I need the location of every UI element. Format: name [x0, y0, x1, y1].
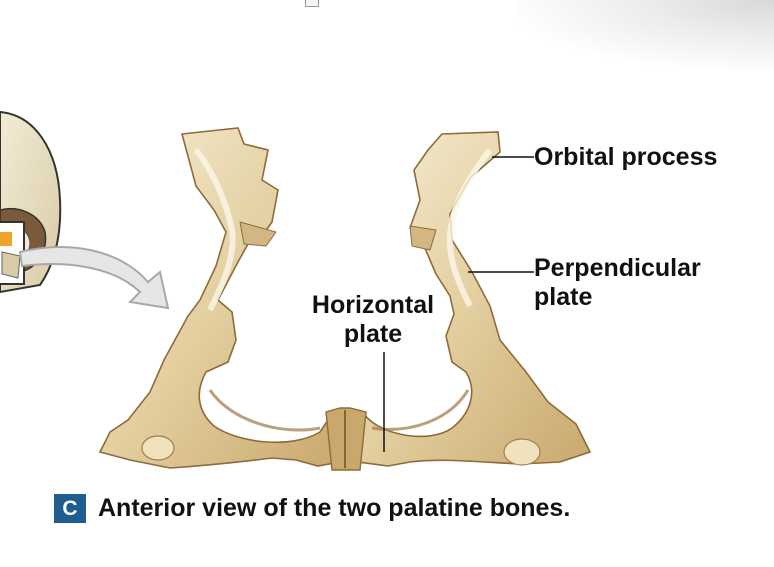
pointer-arrow — [18, 246, 170, 310]
label-perpendicular-line2: plate — [534, 283, 593, 311]
figure-caption: C Anterior view of the two palatine bone… — [54, 494, 570, 523]
highlight-marker — [0, 232, 12, 246]
label-horizontal-plate: Horizontal plate — [302, 291, 444, 349]
horizontal-plate-junction — [325, 407, 367, 471]
corner-shadow — [514, 0, 774, 70]
left-palatine-bone — [98, 127, 341, 469]
caption-text: Anterior view of the two palatine bones. — [98, 494, 571, 522]
label-perpendicular-plate: Perpendicular plate — [534, 254, 701, 312]
figure-badge: C — [54, 494, 86, 523]
label-orbital-process: Orbital process — [534, 143, 718, 171]
right-palatine-bone — [351, 131, 592, 467]
label-horizontal-line1: Horizontal — [311, 291, 435, 319]
page-tab-mark — [305, 0, 319, 7]
label-perpendicular-line1: Perpendicular — [534, 254, 701, 282]
label-horizontal-line2: plate — [343, 320, 403, 348]
